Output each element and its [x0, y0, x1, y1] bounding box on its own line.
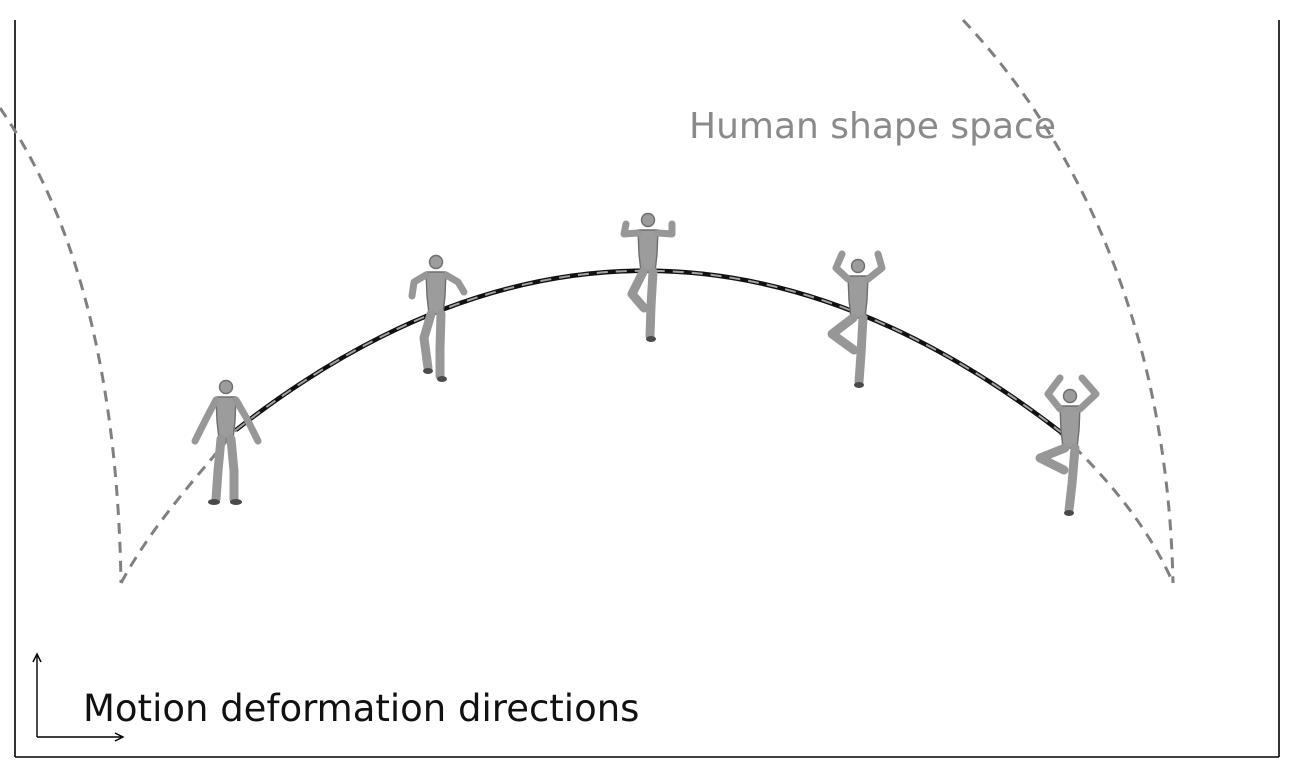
figure-torso	[425, 271, 447, 315]
figure-right-leg	[435, 309, 446, 381]
pose-tree-figure	[1035, 374, 1100, 516]
figure-right-leg	[854, 313, 868, 387]
shape-space-label: Human shape space	[689, 106, 1056, 147]
figure-left-arm	[1044, 374, 1064, 413]
figure-left-arm	[408, 271, 430, 300]
frame	[14, 20, 1280, 758]
figure-head	[218, 379, 234, 395]
figure-left-arm	[191, 396, 220, 445]
figure-head	[640, 212, 656, 228]
figure-right-arm	[654, 220, 676, 238]
figure-left-leg	[1035, 443, 1070, 475]
figure-right-arm	[1076, 374, 1100, 413]
figure-right-arm	[442, 271, 468, 296]
motion-axes	[32, 652, 125, 742]
figure-head	[1062, 388, 1078, 404]
figure-right-leg	[1064, 443, 1080, 515]
shape-space-boundary	[0, 18, 1175, 584]
figure-left-foot	[208, 499, 220, 505]
figure-head	[428, 254, 444, 270]
trajectory-dashes	[235, 269, 1063, 434]
figure-left-arm	[832, 250, 852, 283]
figure-left-leg	[419, 309, 436, 373]
figure-right-foot	[854, 382, 864, 388]
figure-torso	[215, 396, 237, 440]
figure-right-foot	[230, 499, 242, 505]
figure-right-arm	[232, 396, 262, 445]
figure-right-foot	[646, 336, 656, 342]
figure-left-foot	[423, 368, 433, 374]
figure-left-leg	[627, 267, 649, 313]
figure-left-arm	[620, 220, 642, 238]
pose-hands-on-head-figure	[620, 212, 676, 342]
axis-vertical-arrowhead	[32, 652, 42, 663]
motion-directions-label: Motion deformation directions	[83, 687, 639, 730]
pose-standing-figure	[191, 379, 262, 505]
figure-head	[850, 258, 866, 274]
figure-right-arm	[864, 250, 886, 283]
figure-right-foot	[1064, 510, 1074, 516]
figure-right-leg	[645, 267, 658, 341]
figure-right-leg	[226, 434, 239, 504]
figure-left-leg	[827, 313, 859, 355]
figure-left-leg	[211, 434, 226, 504]
figure-torso	[847, 275, 869, 319]
axis-horizontal-arrowhead	[114, 732, 125, 742]
pose-arms-up-figure	[827, 250, 886, 388]
boundary-right-arc	[961, 18, 1175, 584]
figure-torso	[1059, 405, 1081, 449]
figure-torso	[637, 229, 659, 273]
figure-right-foot	[437, 376, 447, 382]
boundary-left-arc	[0, 107, 123, 584]
pose-arms-bent-figure	[408, 254, 468, 382]
boundary-bottom-left	[119, 429, 238, 584]
